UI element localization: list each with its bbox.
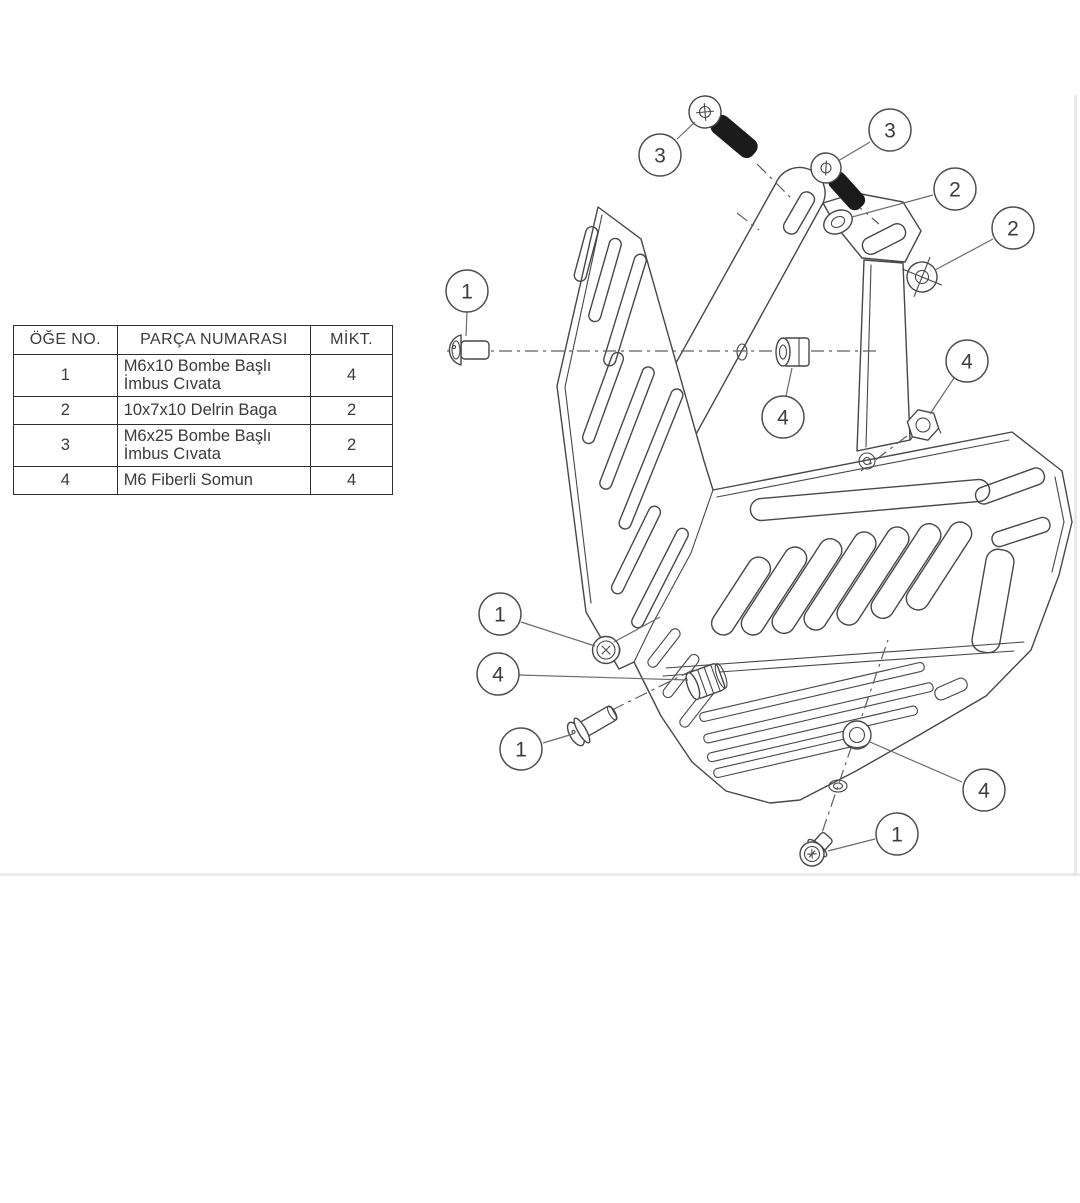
vertical-mount-arm (856, 259, 911, 452)
plate-holes (736, 343, 876, 793)
counterbore-hole (828, 779, 848, 793)
col-header-item-no: ÖĞE NO. (13, 325, 118, 355)
ear-slot-hole (861, 223, 907, 255)
callout-leader-line (520, 621, 596, 647)
qty-cell: 4 (310, 465, 393, 495)
arm-slot-hole (782, 191, 816, 235)
guard-plate-outline (556, 206, 1073, 804)
callout-leader-line (465, 311, 468, 337)
callout-leader-line (851, 194, 934, 218)
callout-leader-line (827, 838, 876, 852)
nut-m6-middle (685, 663, 728, 701)
callout-label: 1 (494, 604, 506, 627)
callout-label: 4 (961, 351, 973, 374)
guard-plate (556, 206, 1073, 804)
nut-m6-bottom (842, 720, 872, 750)
right-face-slots (710, 467, 1051, 654)
callout-leader-line (869, 741, 963, 783)
callout-balloon (875, 812, 919, 856)
callout-balloon (962, 768, 1006, 812)
qty-cell: 2 (310, 395, 393, 425)
callout-label: 3 (654, 145, 666, 168)
callout-leader-line (676, 121, 696, 140)
part-number-cell: M6x25 Bombe Başlı İmbus Cıvata (116, 423, 312, 467)
image-right-border (1074, 95, 1077, 876)
bolt-m6x10-bottom (799, 832, 833, 867)
bolt-m6x25-top (688, 95, 758, 159)
callout-balloons: 3 3 2 2 1 4 4 1 4 1 4 1 (445, 108, 1035, 856)
bushing-delrin-left (823, 209, 853, 235)
hardware (448, 95, 943, 867)
callout-leader-line (837, 141, 871, 162)
callout-label: 4 (492, 664, 504, 687)
callout-label: 2 (1007, 218, 1019, 241)
callout-leader-line (613, 616, 661, 643)
callout-balloon (478, 592, 522, 636)
image-bottom-border (0, 873, 1080, 876)
bolt-m6x10-left (448, 334, 490, 366)
callout-label: 1 (515, 739, 527, 762)
callout-balloon (933, 167, 977, 211)
embedded-screw-head (858, 452, 876, 470)
callout-label: 4 (978, 780, 990, 803)
callout-leader-line (929, 377, 955, 415)
callout-balloon (476, 652, 520, 696)
bolt-m6x10-lower (566, 705, 618, 747)
callout-label: 4 (777, 407, 789, 430)
part-number-cell: M6x10 Bombe Başlı İmbus Cıvata (116, 354, 312, 397)
item-no-cell: 4 (13, 465, 118, 495)
callout-leader-line (542, 733, 574, 744)
item-no-cell: 2 (13, 395, 118, 425)
hex-nut-right (906, 409, 942, 441)
bolt-m6x10-middle (591, 635, 621, 665)
callout-balloon (868, 108, 912, 152)
callout-balloon (991, 206, 1035, 250)
callout-label: 1 (891, 824, 903, 847)
callout-label: 1 (461, 281, 473, 304)
nut-m6-center (775, 337, 810, 367)
col-header-qty: MİKT. (310, 325, 393, 355)
qty-cell: 4 (310, 354, 393, 397)
bushing-delrin-right (901, 256, 943, 298)
part-number-cell: 10x7x10 Delrin Baga (116, 395, 312, 425)
callout-label: 2 (949, 179, 961, 202)
callout-leader-line (934, 238, 994, 271)
bolt-m6x25-bracket (810, 152, 866, 211)
callout-balloon (761, 395, 805, 439)
part-number-cell: M6 Fiberli Somun (116, 465, 312, 495)
parts-table-header: ÖĞE NO. PARÇA NUMARASI MİKT. (13, 325, 393, 355)
callout-leader-line (518, 674, 689, 681)
center-ridge (633, 489, 714, 663)
callout-balloon (499, 727, 543, 771)
item-no-cell: 1 (13, 354, 118, 397)
item-no-cell: 3 (13, 423, 118, 467)
col-header-part-number: PARÇA NUMARASI (116, 325, 312, 355)
callout-leader-line (785, 367, 793, 397)
callout-label: 3 (884, 120, 896, 143)
mount-hole (736, 343, 748, 361)
callout-balloon (638, 133, 682, 177)
left-face-slots (573, 226, 689, 629)
callout-balloon (445, 269, 489, 313)
callout-balloon (945, 339, 989, 383)
